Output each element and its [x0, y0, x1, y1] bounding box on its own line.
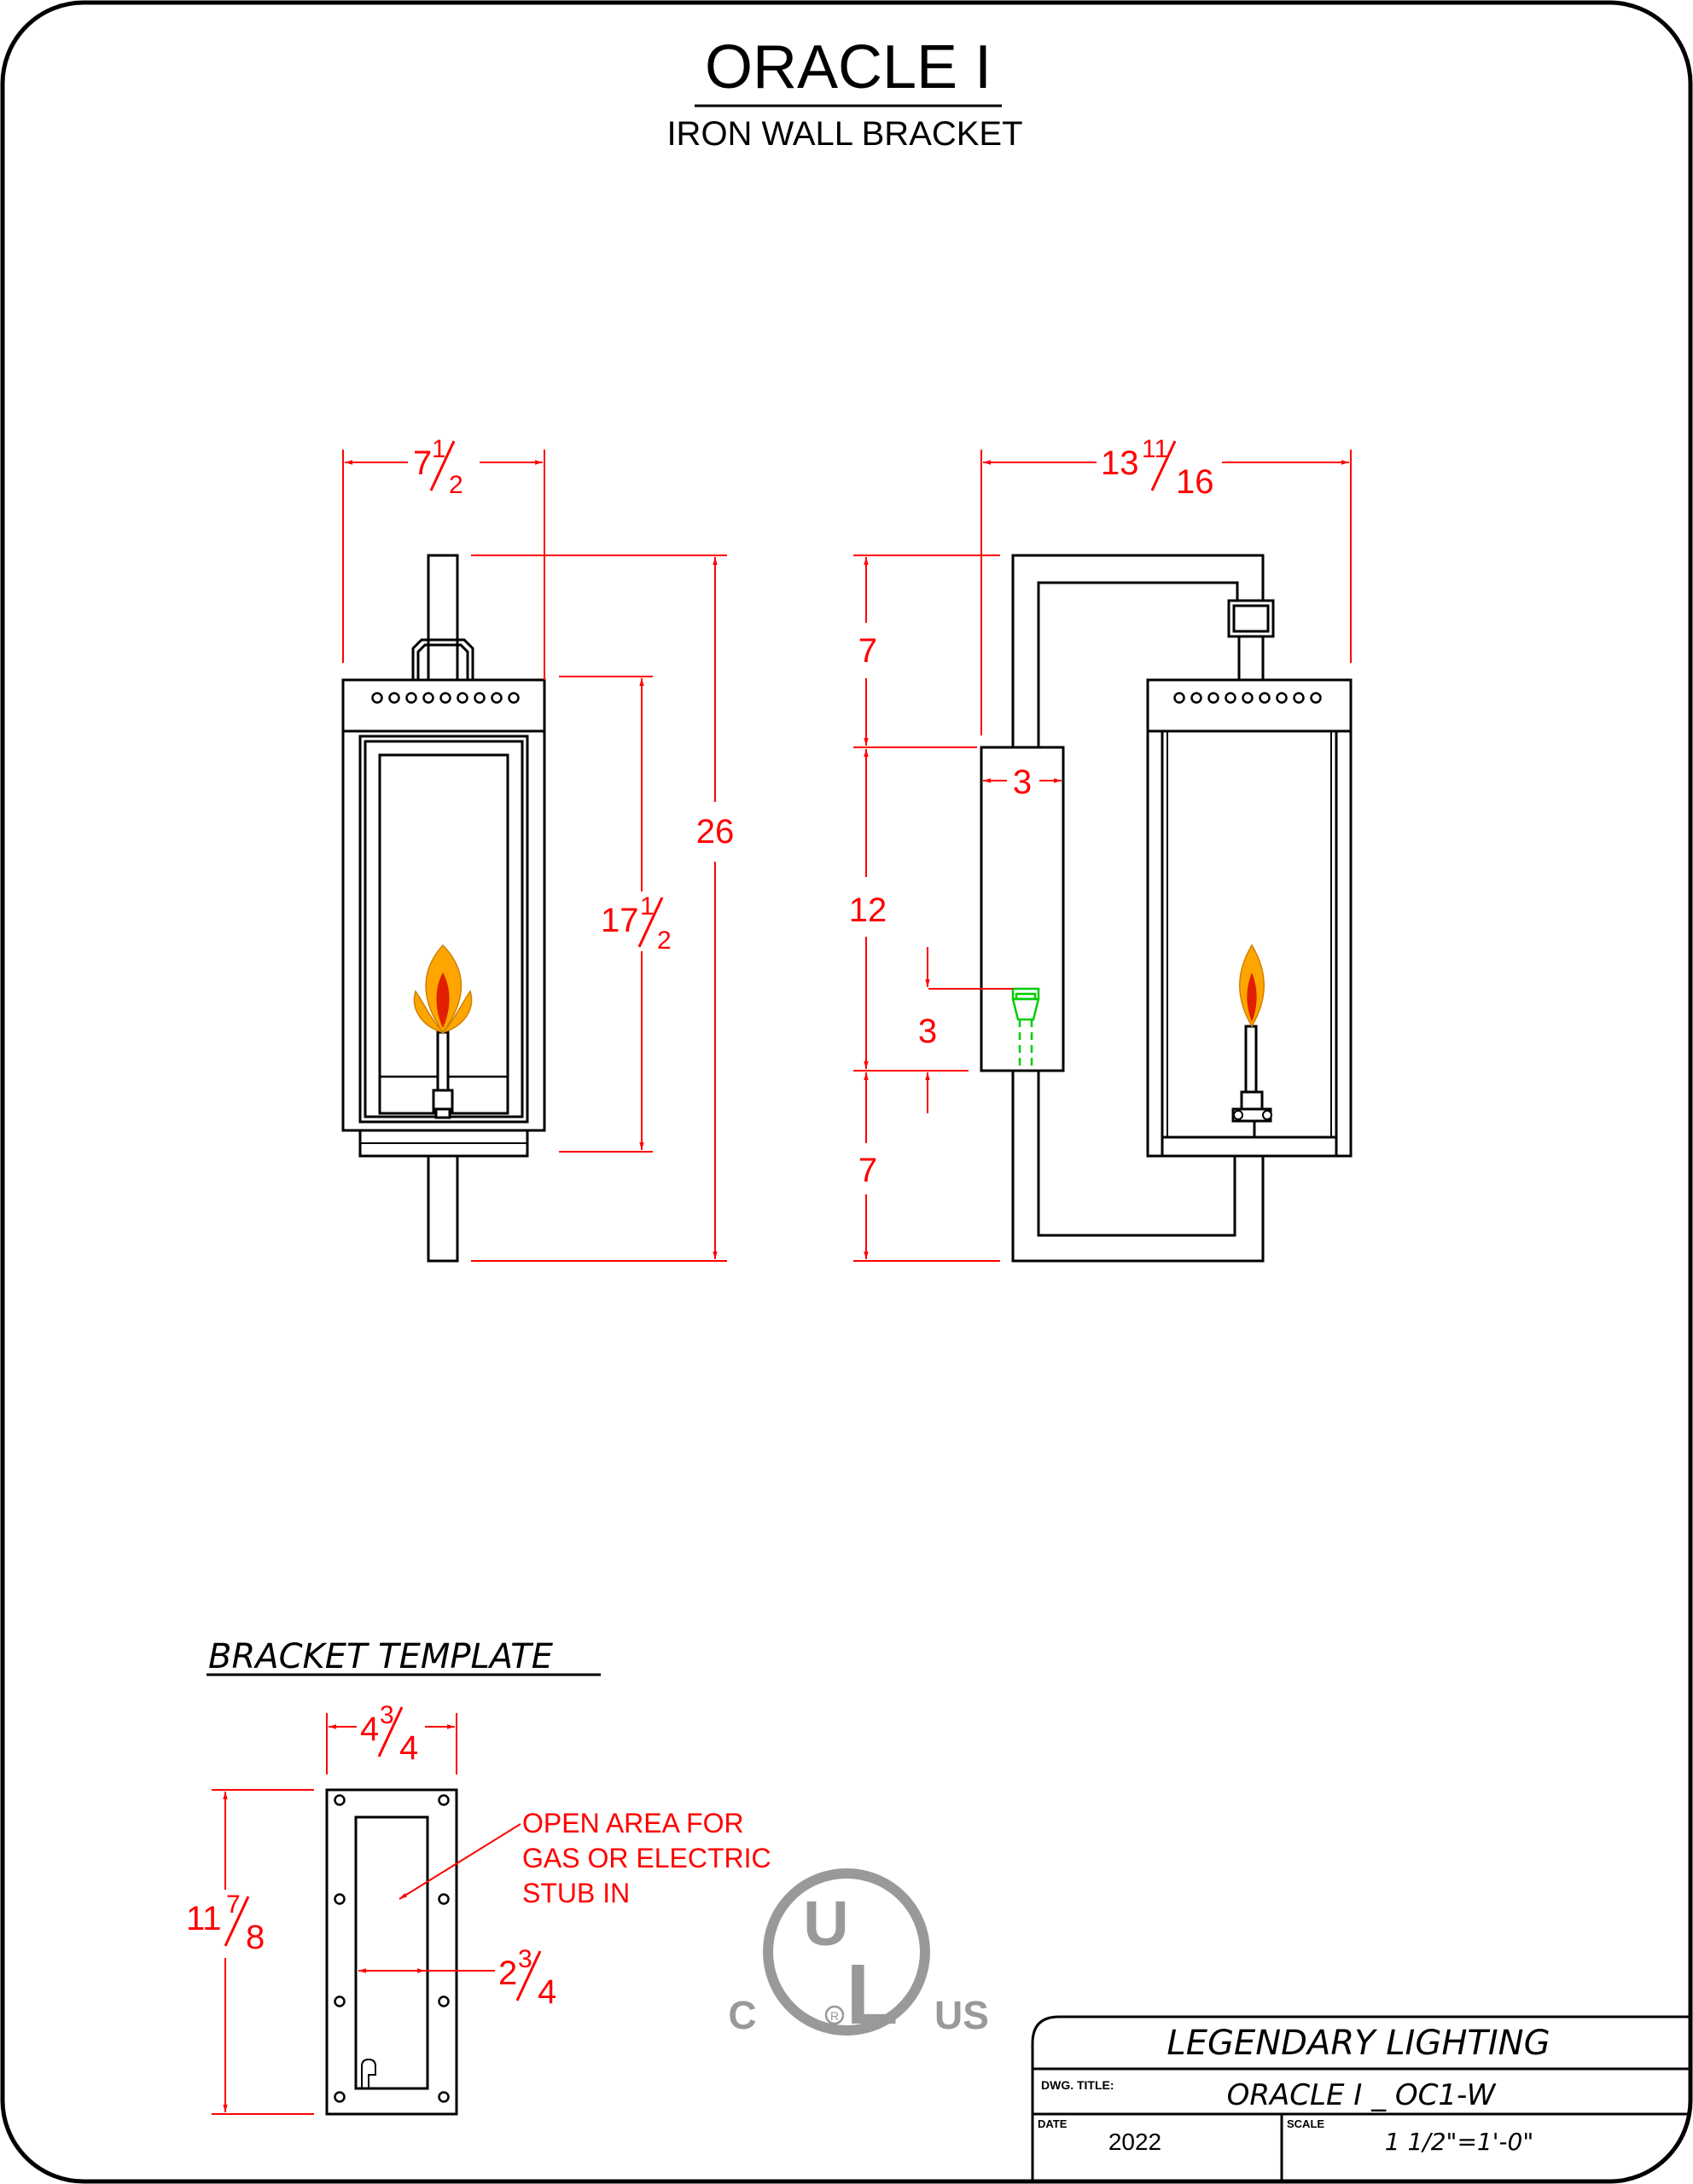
side-hanger-stem	[1237, 635, 1265, 682]
side-bottom-plate	[1161, 1136, 1338, 1158]
ul-l-letter: L	[846, 1947, 898, 2042]
side-flame-icon	[1239, 944, 1265, 1028]
front-burner-tube	[436, 1031, 450, 1094]
template-width-dimension: 4 3 4	[326, 1701, 457, 1774]
side-depth-num: 11	[1142, 435, 1168, 463]
ul-c-letter: C	[728, 1993, 756, 2037]
title-block-date: 2022	[1108, 2129, 1161, 2155]
title-block-scale-label: SCALE	[1287, 2117, 1324, 2130]
bracket-template: BRACKET TEMPLATE 4 3 4	[186, 1637, 771, 2116]
template-plate	[325, 1788, 458, 2116]
front-burner-base	[434, 1107, 451, 1119]
side-bracket-arm	[1011, 554, 1265, 1263]
template-width-den: 4	[399, 1729, 418, 1767]
front-cap-band	[341, 678, 546, 733]
front-width-dimension: 7 1 2	[342, 435, 545, 680]
front-height-dimension: 26	[471, 555, 735, 1262]
side-top-arm-length: 7	[858, 632, 877, 670]
front-burner-valve	[432, 1089, 454, 1112]
side-burner-tube	[1244, 1025, 1258, 1096]
front-mount-bar-top	[427, 554, 459, 682]
svg-text:GAS OR ELECTRIC: GAS OR ELECTRIC	[522, 1843, 771, 1873]
front-width-num: 1	[432, 435, 446, 463]
front-width-whole: 7	[413, 444, 432, 482]
template-height-num: 7	[226, 1891, 241, 1919]
front-mount-bar-bottom	[427, 1154, 459, 1263]
front-height-total: 26	[696, 813, 735, 851]
title-block-dwg-title: ORACLE I _ OC1-W	[1227, 2078, 1497, 2112]
front-flame-icon	[413, 944, 473, 1034]
template-slot	[361, 2058, 376, 2088]
front-body-whole: 17	[601, 902, 639, 939]
side-depth-den: 16	[1176, 463, 1214, 501]
side-view: 13 11 16 7 12 7 3	[849, 435, 1353, 1263]
side-backplate	[980, 746, 1065, 1072]
front-vent-holes	[371, 692, 520, 704]
template-opening-dimension: 2 3 4	[358, 1945, 556, 2011]
side-vent-holes	[1173, 692, 1322, 704]
front-frame	[358, 735, 529, 1124]
side-stub-offset-dimension: 3	[918, 947, 1013, 1113]
template-opening-den: 4	[538, 1973, 556, 2011]
title-block: LEGENDARY LIGHTING DWG. TITLE: ORACLE I …	[1031, 2015, 1690, 2181]
template-screw-holes	[334, 1794, 450, 2103]
side-cap-band	[1146, 678, 1353, 733]
title-block-company: LEGENDARY LIGHTING	[1166, 2024, 1550, 2063]
svg-text:STUB IN: STUB IN	[522, 1878, 630, 1908]
template-opening-whole: 2	[498, 1955, 517, 1992]
ul-us-letters: US	[934, 1993, 989, 2037]
template-height-dimension: 11 7 8	[186, 1789, 314, 2115]
front-body-den: 2	[657, 926, 672, 955]
side-plate-width: 3	[1013, 764, 1032, 801]
svg-text:OPEN AREA FOR: OPEN AREA FOR	[522, 1808, 744, 1838]
front-body-dimension: 17 1 2	[559, 676, 672, 1153]
template-height-whole: 11	[186, 1900, 222, 1937]
title-block-dwg-label: DWG. TITLE:	[1041, 2078, 1114, 2092]
front-width-den: 2	[449, 471, 463, 499]
template-note: OPEN AREA FOR GAS OR ELECTRIC STUB IN	[522, 1808, 771, 1908]
front-hanger-loop	[411, 638, 474, 680]
header: ORACLE I IRON WALL BRACKET	[666, 33, 1022, 153]
template-width-num: 3	[380, 1701, 394, 1729]
template-opening-num: 3	[518, 1945, 532, 1973]
template-width-whole: 4	[360, 1711, 379, 1748]
bracket-template-heading: BRACKET TEMPLATE	[208, 1637, 554, 1676]
title-block-date-label: DATE	[1038, 2117, 1068, 2130]
side-gas-stub	[1011, 987, 1040, 1071]
page-subtitle: IRON WALL BRACKET	[666, 115, 1022, 153]
front-view: 7 1 2 26 17 1 2	[341, 435, 735, 1263]
template-note-leader	[399, 1823, 521, 1900]
front-body-num: 1	[640, 892, 655, 921]
template-opening	[354, 1815, 429, 2090]
side-stub-offset: 3	[918, 1013, 937, 1050]
template-height-den: 8	[246, 1919, 265, 1956]
ul-u-letter: U	[803, 1888, 848, 1959]
side-bottom-arm-length: 7	[858, 1152, 877, 1189]
side-vertical-dimensions: 7 12 7	[849, 555, 1000, 1262]
side-plate-width-dimension: 3	[983, 764, 1062, 801]
page-title: ORACLE I	[705, 33, 992, 102]
ul-certification-logo: C U L R US	[728, 1868, 989, 2042]
ul-registered-mark: R	[830, 2009, 839, 2023]
side-depth-whole: 13	[1101, 444, 1139, 482]
title-block-scale: 1 1/2"=1'-0"	[1385, 2128, 1533, 2156]
side-backplate-length: 12	[849, 892, 887, 929]
side-depth-dimension: 13 11 16	[980, 435, 1352, 735]
